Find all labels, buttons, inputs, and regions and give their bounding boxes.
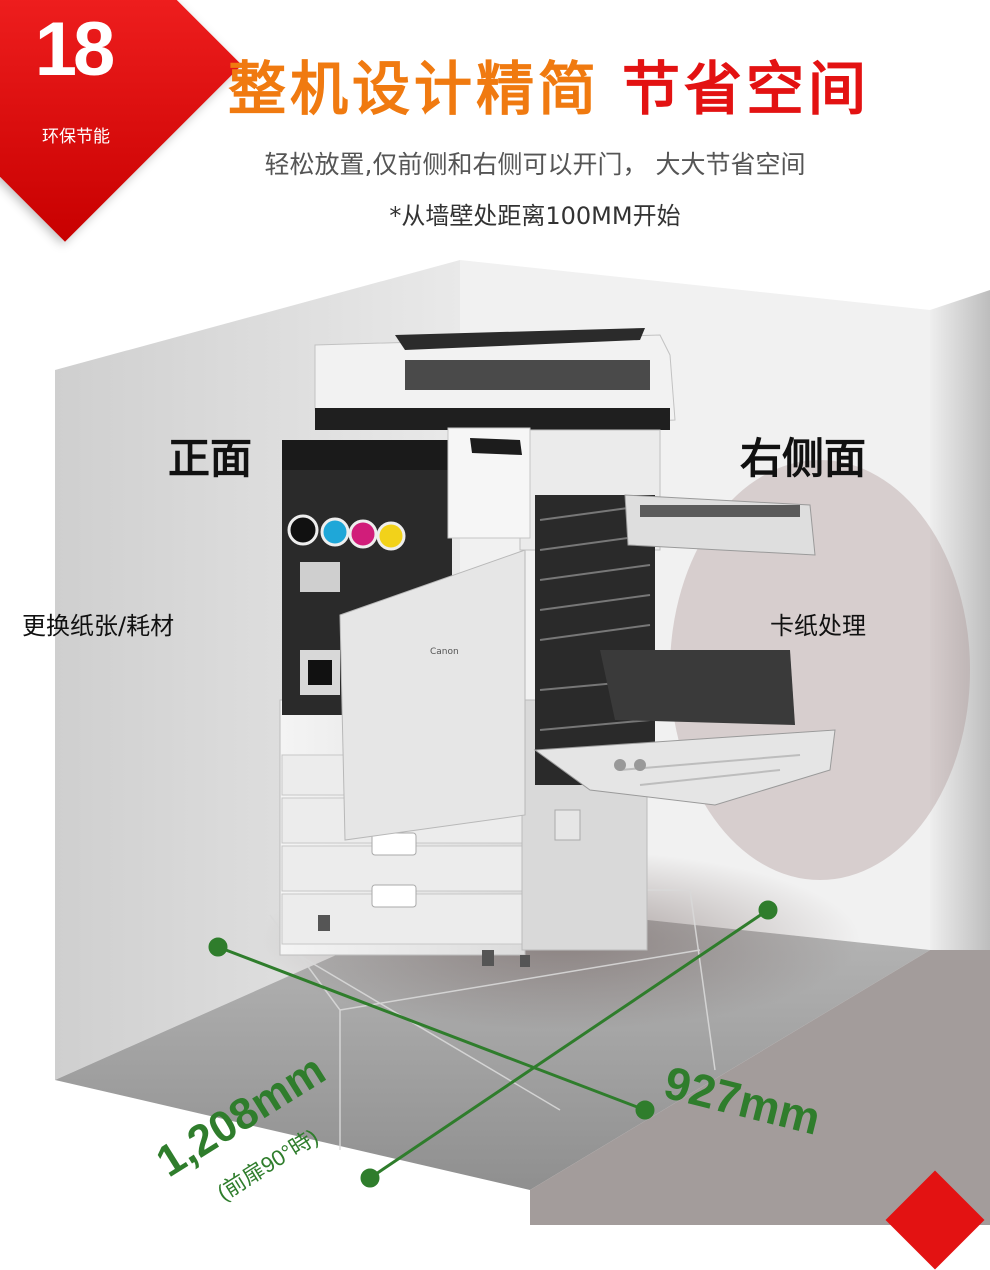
brand-logo: Canon — [430, 647, 459, 657]
label-replace-supplies: 更换纸张/耗材 — [22, 612, 175, 640]
printer: Canon — [279, 328, 836, 967]
title-part-1: 整机设计精简 — [228, 55, 601, 123]
label-front: 正面 — [168, 434, 253, 483]
room-scene: Canon — [0, 250, 990, 1270]
label-paper-jam: 卡纸处理 — [770, 612, 866, 640]
badge-subtitle: 环保节能 — [42, 127, 110, 147]
label-right-side: 右侧面 — [740, 434, 867, 483]
page-title: 整机设计精简节省空间 — [228, 42, 870, 126]
badge-number: 18 — [34, 7, 116, 92]
distance-note: *从墙壁处距离100MM开始 — [389, 202, 681, 230]
title-part-2: 节省空间 — [622, 55, 871, 123]
subtitle: 轻松放置,仅前侧和右侧可以开门， 大大节省空间 — [264, 150, 806, 179]
dimension-lines — [208, 900, 778, 1188]
room-illustration: Canon — [55, 260, 990, 1225]
